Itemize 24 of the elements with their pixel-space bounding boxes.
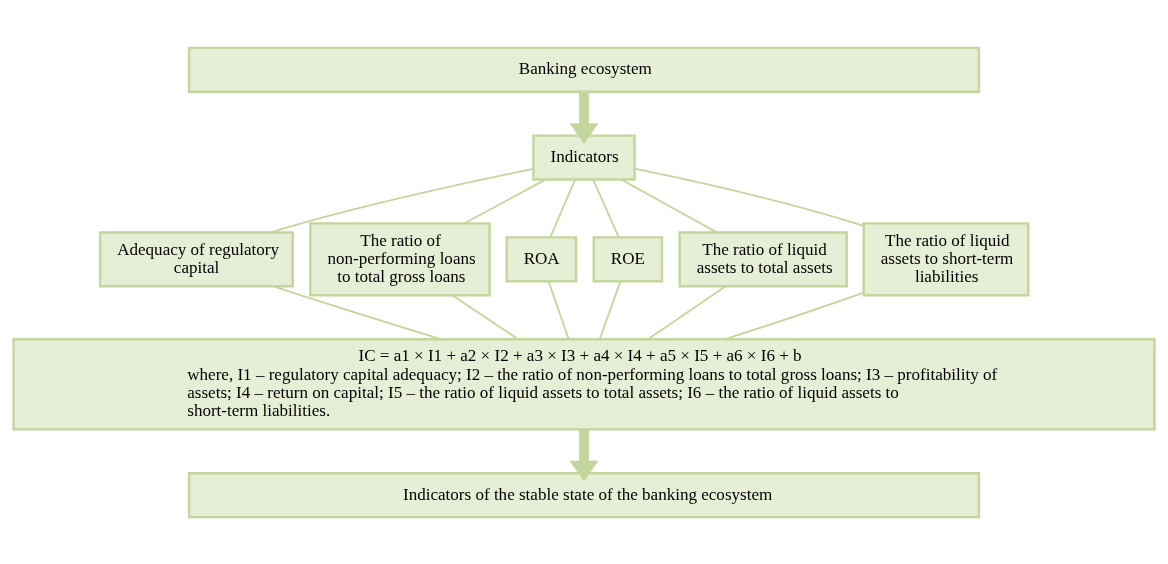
node-box: ROA — [505, 235, 578, 282]
connector — [270, 167, 534, 233]
connector — [633, 167, 865, 227]
node-box: The ratio of liquid assets to short-term liabilities — [862, 221, 1030, 297]
connector — [647, 284, 727, 340]
connector — [547, 279, 570, 340]
node-box: IC = a1 × I1 + a2 × I2 + a3 × I3 + a4 × I4 + a5 × I5 + a6 × I6 + b where, I1 – regulatory capital adequacy; I2 – the ratio of non-performing loans to total gross loans; I3 – profitability of assets; I4 – return on capital; I5 – the ratio of liquid assets to total assets; I6 – the ratio of liquid assets to short-term liabilities. — [12, 337, 1156, 431]
node-box: Adequacy of regulatory capital — [98, 230, 294, 287]
node-box: The ratio of non-performing loans to total gross loans — [309, 221, 491, 297]
connector — [620, 178, 718, 233]
connector — [549, 178, 576, 238]
arrow — [569, 429, 599, 482]
connector — [272, 284, 442, 340]
connector — [451, 293, 519, 340]
arrow — [569, 91, 599, 144]
connector — [598, 279, 622, 340]
connector — [592, 178, 620, 238]
node-box: Indicators — [532, 133, 636, 181]
connector — [724, 291, 865, 340]
connector — [463, 178, 547, 224]
node-box: Banking ecosystem — [187, 46, 981, 93]
node-box: ROE — [592, 235, 664, 282]
node-box: Indicators of the stable state of the banking ecosystem — [187, 471, 981, 518]
node-box: The ratio of liquid assets to total assets — [678, 230, 848, 287]
